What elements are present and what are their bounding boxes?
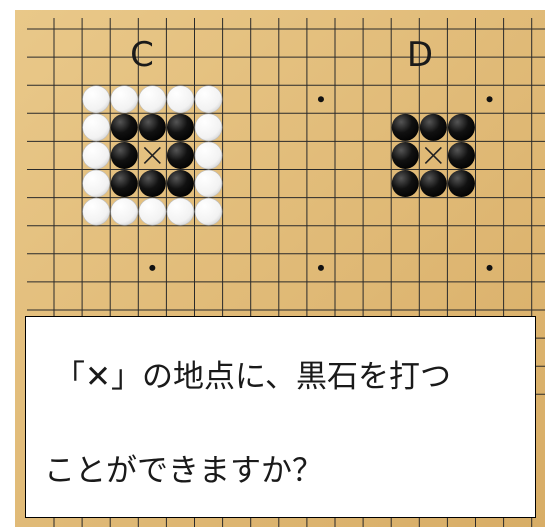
- black-stone: [166, 113, 194, 141]
- black-stone: [166, 170, 194, 198]
- black-stone: [138, 170, 166, 198]
- black-stone: [419, 113, 447, 141]
- star-point: [149, 264, 156, 271]
- open-bracket: 「: [54, 359, 85, 395]
- x-marker-icon: [424, 146, 442, 165]
- group-label-d: D: [406, 35, 434, 75]
- black-stone: [166, 141, 194, 169]
- white-stone: [82, 169, 110, 198]
- white-stone: [194, 141, 223, 170]
- black-stone: [447, 170, 475, 198]
- white-stone: [194, 85, 223, 114]
- black-stone: [447, 113, 475, 141]
- black-stone: [138, 113, 166, 141]
- star-point: [317, 96, 324, 103]
- white-stone: [166, 85, 195, 114]
- white-stone: [194, 169, 223, 198]
- group-label-c: C: [130, 35, 154, 75]
- white-stone: [110, 197, 139, 226]
- black-stone: [110, 170, 138, 198]
- question-box: 「✕」の地点に、黒石を打つ ことができますか？: [25, 316, 536, 518]
- x-mark-icon: ✕: [85, 359, 111, 395]
- star-point: [317, 264, 324, 271]
- question-line-1: 「✕」の地点に、黒石を打つ: [54, 359, 451, 395]
- white-stone: [194, 197, 223, 226]
- black-stone: [419, 170, 447, 198]
- star-point: [486, 264, 493, 271]
- black-stone: [447, 141, 475, 169]
- black-stone: [391, 113, 419, 141]
- white-stone: [82, 85, 110, 114]
- white-stone: [138, 197, 167, 226]
- black-stone: [391, 141, 419, 169]
- black-stone: [391, 170, 419, 198]
- question-line-2: ことができますか？: [44, 453, 323, 489]
- white-stone: [138, 85, 167, 114]
- x-marker-icon: [143, 146, 161, 165]
- star-point: [486, 96, 493, 103]
- white-stone: [82, 113, 110, 142]
- white-stone: [82, 197, 110, 226]
- black-stone: [110, 113, 138, 141]
- white-stone: [110, 85, 139, 114]
- white-stone: [194, 113, 223, 142]
- white-stone: [166, 197, 195, 226]
- black-stone: [110, 141, 138, 169]
- white-stone: [82, 141, 110, 170]
- question-text-1: 」の地点に、黒石を打つ: [110, 359, 452, 395]
